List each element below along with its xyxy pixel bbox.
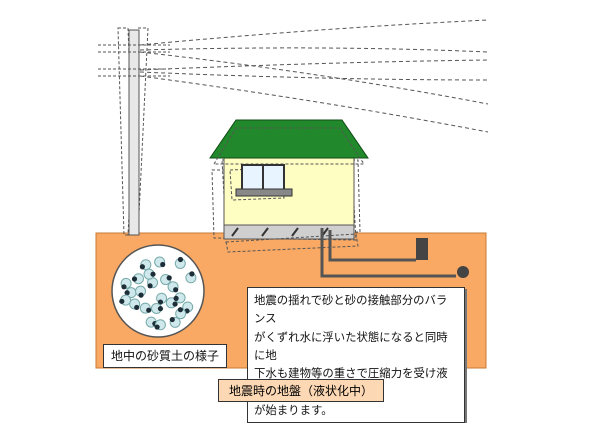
water-particle bbox=[157, 299, 164, 305]
pipe-end bbox=[457, 266, 469, 278]
house-window bbox=[229, 164, 293, 201]
water-particle bbox=[124, 290, 130, 296]
house-roof bbox=[209, 119, 369, 159]
sand-sample bbox=[111, 244, 205, 338]
water-particle bbox=[154, 324, 160, 330]
explanation-line: 地震の揺れで砂と砂の接触部分のバランス bbox=[254, 293, 448, 326]
water-particle bbox=[189, 271, 195, 277]
water-tank bbox=[416, 238, 428, 260]
water-particle bbox=[147, 283, 153, 289]
water-particle bbox=[173, 287, 179, 293]
water-particle bbox=[119, 298, 125, 304]
water-particle bbox=[134, 304, 140, 311]
water-particle bbox=[146, 307, 152, 313]
water-particle bbox=[166, 275, 172, 281]
power-lines bbox=[139, 19, 489, 133]
water-particle bbox=[138, 292, 144, 298]
water-particle bbox=[160, 261, 166, 268]
sample-label: 地中の砂質土の様子 bbox=[103, 344, 228, 368]
water-particle bbox=[177, 307, 183, 313]
water-particle bbox=[131, 276, 138, 282]
water-particle bbox=[121, 284, 127, 290]
utility-pole bbox=[98, 27, 170, 236]
explanation-box: 地震の揺れで砂と砂の接触部分のバランス がくずれ水に浮いた状態になると同時に地 … bbox=[247, 287, 465, 423]
water-particle bbox=[172, 301, 178, 307]
house-foundation bbox=[223, 224, 355, 240]
water-particle bbox=[173, 295, 179, 301]
water-particle bbox=[150, 271, 156, 277]
house bbox=[209, 119, 369, 253]
water-particle bbox=[139, 264, 145, 270]
water-particle bbox=[177, 256, 184, 263]
water-particle bbox=[169, 316, 175, 323]
explanation-line: が始まります。 bbox=[254, 402, 333, 417]
drainage-pipe bbox=[320, 228, 469, 278]
water-particle bbox=[157, 306, 164, 312]
explanation-line: がくずれ水に浮いた状態になると同時に地 bbox=[254, 329, 448, 362]
diagram-caption: 地震時の地盤（液状化中） bbox=[218, 379, 385, 402]
